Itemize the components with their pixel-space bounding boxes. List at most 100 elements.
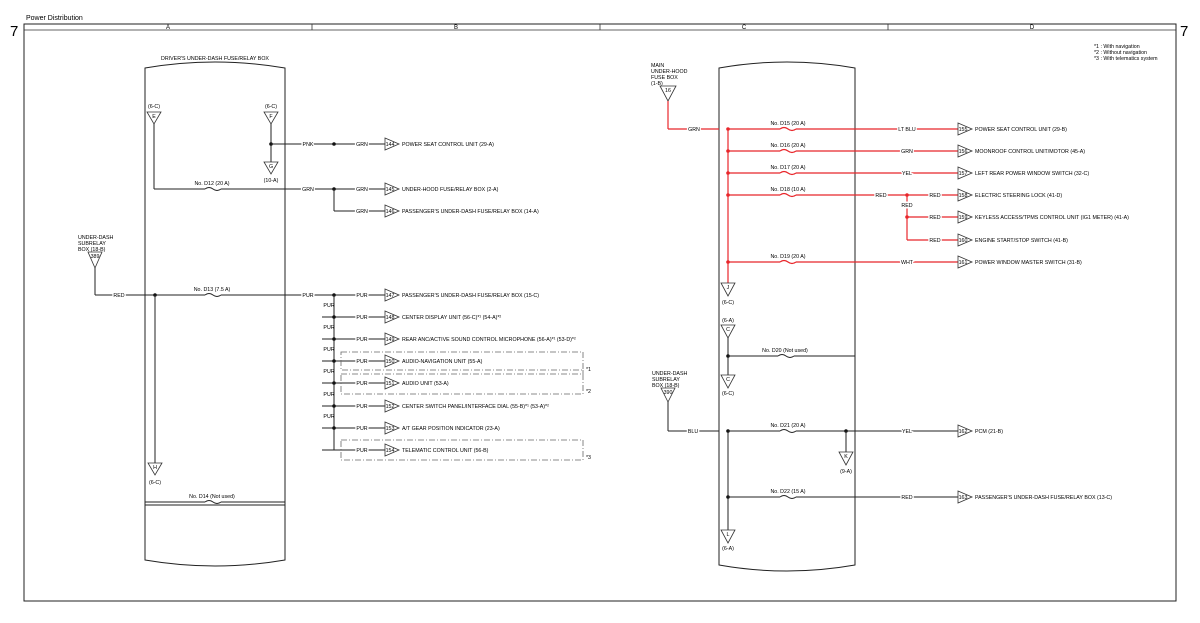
left-connector-9 [384,421,401,435]
right-pin-1: 156 [959,149,968,155]
right-fuse-3: No. D18 (10 A) [770,187,805,193]
left-label-9: A/T GEAR POSITION INDICATOR (23-A) [402,426,500,432]
right-fuse-box [718,61,856,572]
option-notes: *1 : With navigation *2 : Without naviga… [1094,44,1158,62]
page-number-right: 7 [1180,23,1188,40]
right-wire-0: LT BLU [898,127,916,133]
left-pin-7: 151 [386,381,395,387]
right-label-2: LEFT REAR POWER WINDOW SWITCH (32-C) [975,171,1089,177]
fuse-d20-branch: (6-A) C No. D20 (Not used) C (6-C) [720,318,855,397]
column-d: D [1030,25,1035,31]
right2-wire-0: YEL [902,429,912,435]
option-mark-2: *2 [586,389,591,395]
left-connector-5 [384,332,401,346]
wire-w2-3: PUR [356,293,367,299]
left-pin-3: 147 [386,293,395,299]
right-source-wire: GRN [688,127,700,133]
left-connector-6 [384,354,401,368]
right-label-0: POWER SEAT CONTROL UNIT (29-B) [975,127,1067,133]
right-pin-3: 158 [959,193,968,199]
right-connector-1 [957,144,974,158]
connector-k-letter: K [844,454,848,460]
right-source-line-3: FUSE BOX [651,75,678,81]
wire-w1-8: PUR [323,392,334,398]
left-connector-1 [384,182,401,196]
connector-c-low-ref: (6-C) [722,391,734,397]
right-source2-line-2: SUBRELAY [652,377,680,383]
left-label-0: POWER SEAT CONTROL UNIT (29-A) [402,142,494,148]
right-source-line-4: (1-B) [651,81,663,87]
left-connector-7 [384,376,401,390]
right-source2-line-1: UNDER-DASH [652,371,687,377]
connector-f-ref: (6-C) [265,104,277,110]
right-fuse-0: No. D15 (20 A) [770,121,805,127]
right-connector-5 [957,233,974,247]
left-connector-10 [384,443,401,457]
left-pin-1: 145 [386,187,395,193]
connector-l: L (6-A) [720,529,736,552]
right-wire-1: GRN [901,149,913,155]
right-wire2-5: RED [929,238,940,244]
left-label-8: CENTER SWITCH PANEL/INTERFACE DIAL (55-B… [402,404,549,410]
right-connector-4 [957,210,974,224]
left-label-7: AUDIO UNIT (53-A) [402,381,449,387]
option-boxes: *1 *2 *3 [340,351,591,461]
connector-l-letter: L [727,532,730,538]
wire-w1-0: PNK [303,142,314,148]
left-source-pin: 389 [91,254,100,260]
left-pin-10: 154 [386,448,395,454]
connector-c-top-ref: (6-A) [722,318,734,324]
right2-connector-1 [957,490,974,504]
connector-e: (6-C) E [146,104,162,125]
wire-w2-2: GRN [356,209,368,215]
option-mark-1: *1 [586,367,591,373]
wire-w1-6: PUR [323,347,334,353]
left-pin-6: 150 [386,359,395,365]
right-wire2-3: RED [929,193,940,199]
driver-under-dash-fuse-box: DRIVER'S UNDER-DASH FUSE/RELAY BOX [144,56,286,567]
left-connector-8 [384,399,401,413]
connector-j-letter: J [727,285,730,291]
right-subrelay-box-source: UNDER-DASH SUBRELAY BOX (18-B) 390 BLU [652,371,729,530]
connector-g-letter: G [269,164,273,170]
left-label-3: PASSENGER'S UNDER-DASH FUSE/RELAY BOX (1… [402,293,539,299]
left-pin-0: 144 [386,142,395,148]
right2-fuse-0: No. D21 (20 A) [770,423,805,429]
left-connector-2 [384,204,401,218]
right2-pin-0: 162 [959,429,968,435]
column-a: A [166,25,170,31]
right-source-line-2: UNDER-HOOD [651,69,688,75]
connector-f-letter: F [269,114,273,120]
branch-wire-red: RED [901,203,912,209]
wire-w2-1: GRN [356,187,368,193]
right-label-3: ELECTRIC STEERING LOCK (41-D) [975,193,1062,199]
left-row-3: PUR PUR 147 PASSENGER'S UNDER-DASH FUSE/REL… [300,288,539,450]
wire-w2-7: PUR [356,381,367,387]
left-source-line-1: UNDER-DASH [78,235,113,241]
right-wire-3: RED [875,193,886,199]
connector-k-ref: (9-A) [840,469,852,475]
right-fuse-1: No. D16 (20 A) [770,143,805,149]
connector-f: (6-C) F [263,104,279,125]
right2-connector-0 [957,424,974,438]
right-source2-line-3: BOX (18-B) [652,383,680,389]
left-source-line-2: SUBRELAY [78,241,106,247]
column-c: C [742,25,747,31]
connector-g: G (10-A) [263,161,279,184]
note-3: *3 : With telematics system [1094,56,1158,62]
wire-w2-4: PUR [356,315,367,321]
left-label-2: PASSENGER'S UNDER-DASH FUSE/RELAY BOX (1… [402,209,539,215]
left-pin-2: 146 [386,209,395,215]
fuse-d14: No. D14 (Not used) [189,494,235,500]
steering-lock-branch: RED [900,193,914,240]
fuse-box-title: DRIVER'S UNDER-DASH FUSE/RELAY BOX [161,56,269,62]
wire-w1-9: PUR [323,414,334,420]
left-label-4: CENTER DISPLAY UNIT (56-C)*¹ (54-A)*² [402,315,501,321]
